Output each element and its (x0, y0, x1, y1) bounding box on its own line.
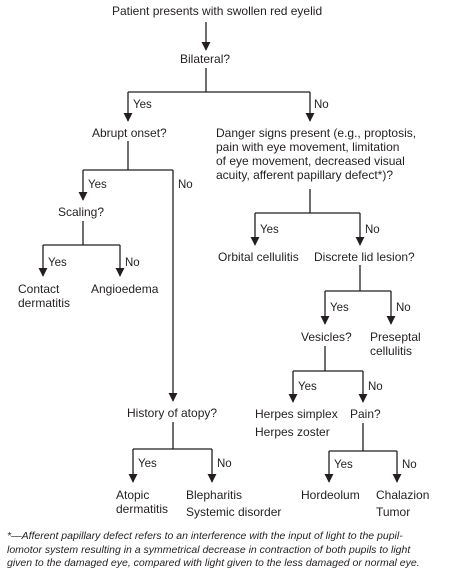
node-blepharitis-line: Systemic disorder (186, 505, 282, 519)
branch-label-no: No (365, 224, 380, 236)
node-history-of-atopy: History of atopy? (127, 406, 218, 420)
node-orbital-cellulitis: Orbital cellulitis (218, 250, 299, 264)
node-chalazion-line: Tumor (376, 505, 411, 519)
node-contact-dermatitis-line: Contact (18, 282, 60, 296)
footnote-line: lomotor system resulting in a symmetrica… (7, 543, 411, 556)
node-vesicles: Vesicles? (301, 330, 352, 344)
node-atopic-dermatitis-line: dermatitis (116, 502, 169, 516)
node-discrete-lid-lesion: Discrete lid lesion? (314, 250, 415, 264)
node-bilateral: Bilateral? (180, 52, 231, 66)
branch-label-no: No (396, 302, 411, 314)
node-pain: Pain? (350, 407, 381, 421)
branch-label-yes: Yes (330, 302, 349, 314)
branch-label-yes: Yes (88, 179, 107, 191)
branch-label-no: No (217, 458, 232, 470)
node-danger-signs-line: pain with eye movement, limitation (216, 140, 400, 154)
node-herpes-line: Herpes simplex (255, 407, 338, 421)
node-blepharitis-line: Blepharitis (186, 488, 243, 502)
footnote: *—Afferent papillary defect refers to an… (7, 530, 447, 571)
node-atopic-dermatitis-line: Atopic (116, 488, 150, 502)
branch-label-yes: Yes (138, 458, 157, 470)
node-chalazion-line: Chalazion (376, 488, 430, 502)
node-preseptal-cellulitis-line: Preseptal (370, 330, 421, 344)
node-start: Patient presents with swollen red eyelid (112, 4, 323, 18)
node-danger-signs-line: Danger signs present (e.g., proptosis, (216, 126, 417, 140)
node-hordeolum: Hordeolum (301, 488, 360, 502)
branch-label-yes: Yes (133, 99, 152, 111)
footnote-line: given to the damaged eye, compared with … (7, 557, 420, 569)
node-contact-dermatitis-line: dermatitis (18, 296, 71, 310)
branch-label-no: No (314, 99, 329, 111)
node-preseptal-cellulitis-line: cellulitis (370, 344, 413, 358)
node-danger-signs-line: of eye movement, decreased visual (216, 154, 405, 168)
branch-label-yes: Yes (298, 381, 317, 393)
footnote-line: *—Afferent papillary defect refers to an… (7, 530, 403, 542)
branch-label-yes: Yes (48, 257, 67, 269)
branch-label-yes: Yes (260, 224, 279, 236)
node-scaling: Scaling? (58, 205, 105, 219)
branch-label-no: No (402, 459, 417, 471)
branch-label-no: No (125, 257, 140, 269)
branch-label-no: No (368, 381, 383, 393)
node-abrupt-onset: Abrupt onset? (92, 126, 167, 140)
node-herpes-line: Herpes zoster (255, 425, 330, 439)
branch-label-no: No (178, 179, 193, 191)
branch-label-yes: Yes (334, 459, 353, 471)
node-danger-signs-line: acuity, afferent papillary defect*)? (216, 168, 393, 182)
node-angioedema: Angioedema (91, 282, 159, 296)
